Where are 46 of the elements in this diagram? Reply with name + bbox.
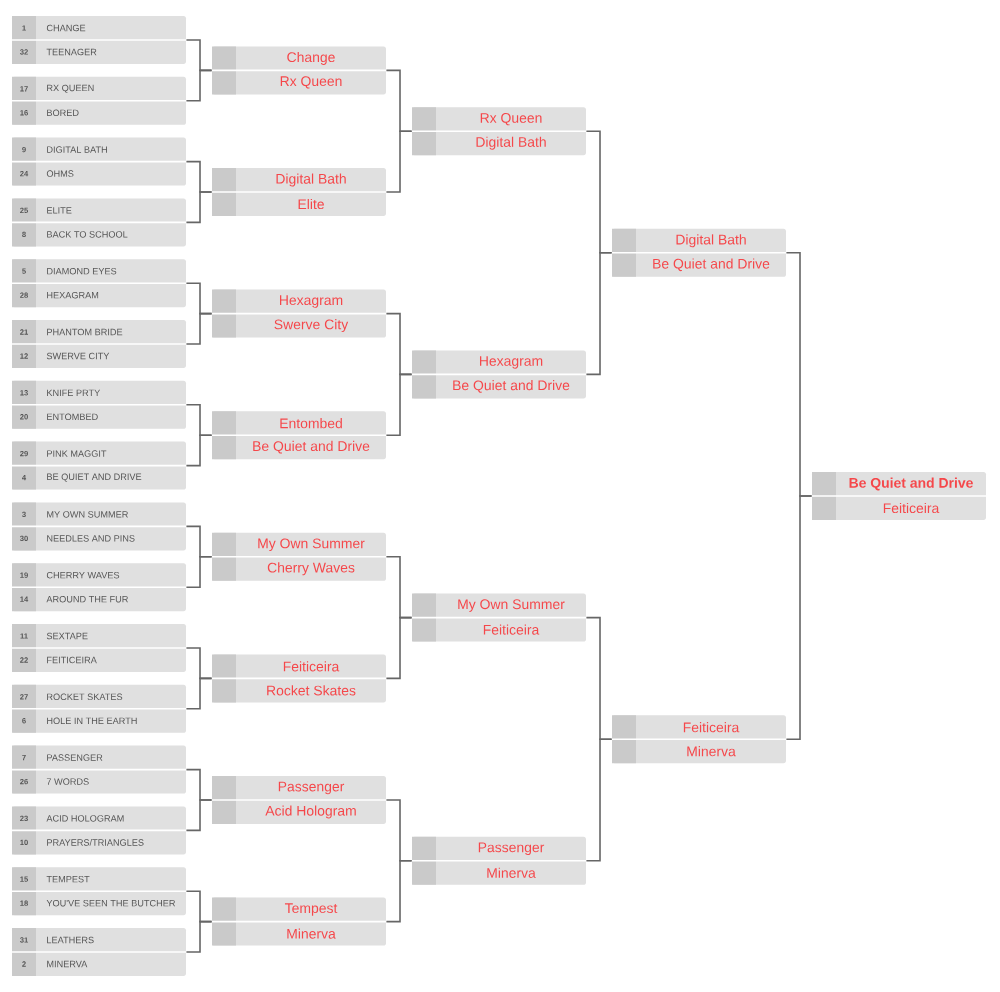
bracket-line — [385, 130, 413, 193]
bracket-line — [385, 616, 413, 680]
bracket-line — [185, 312, 213, 345]
bracket-line — [185, 191, 213, 224]
match-box — [11, 137, 187, 186]
match-box — [11, 76, 187, 125]
match-box — [611, 228, 787, 277]
match-box — [11, 502, 187, 551]
match-box — [11, 441, 187, 490]
match-box — [211, 289, 387, 338]
match-box — [11, 320, 187, 368]
bracket-line — [585, 738, 613, 862]
match-box — [211, 532, 387, 581]
bracket-line — [185, 556, 213, 588]
match-box — [211, 168, 387, 216]
match-box — [11, 624, 187, 672]
match-box — [411, 593, 587, 642]
match-box — [211, 776, 387, 824]
match-box — [11, 380, 187, 429]
bracket-line — [185, 799, 213, 832]
match-box — [411, 107, 587, 156]
match-box — [11, 867, 187, 916]
match-box — [211, 654, 387, 703]
match-box — [211, 46, 387, 95]
match-box — [11, 563, 187, 612]
match-box — [211, 897, 387, 946]
match-box — [11, 684, 187, 733]
match-box — [211, 411, 387, 460]
match-box — [11, 16, 187, 64]
bracket-line — [185, 677, 213, 710]
match-box — [11, 928, 187, 976]
match-box — [411, 836, 587, 885]
match-box — [11, 198, 187, 247]
bracket-line — [385, 860, 413, 923]
match-box — [11, 259, 187, 308]
bracket-line — [585, 252, 613, 376]
match-box — [611, 715, 787, 764]
bracket-line — [385, 373, 413, 436]
bracket-line — [185, 434, 213, 467]
bracket-line — [185, 920, 213, 953]
match-box — [11, 806, 187, 855]
match-box — [811, 472, 987, 520]
bracket-line — [785, 495, 813, 740]
bracket-line — [185, 69, 213, 102]
match-box — [11, 745, 187, 794]
match-box — [411, 350, 587, 399]
